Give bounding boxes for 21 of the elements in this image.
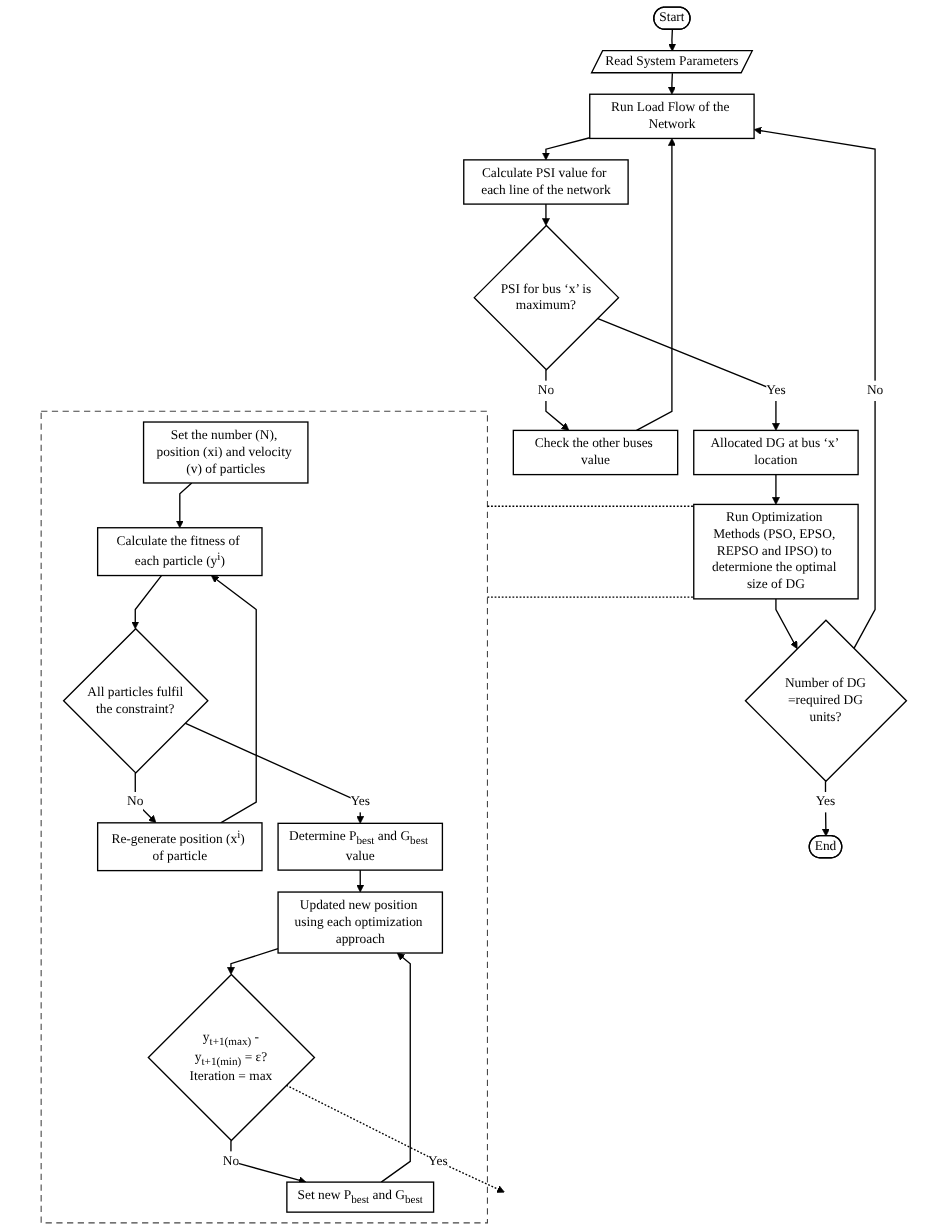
- arrow: [380, 952, 412, 1183]
- arrow: [668, 72, 677, 95]
- arrow: [545, 369, 570, 431]
- arrow: [542, 137, 591, 161]
- arrow: [211, 575, 258, 824]
- arrow: [772, 473, 781, 505]
- arrow: [668, 29, 677, 52]
- arrow: [775, 598, 798, 649]
- arrow: [131, 574, 163, 630]
- arrow: [636, 138, 677, 432]
- arrow: [596, 317, 781, 431]
- arrow: [230, 1139, 307, 1184]
- dotted-arrow: [285, 1084, 505, 1193]
- arrow: [542, 203, 551, 226]
- arrow: [184, 722, 365, 824]
- dashed-zoom-line: [486, 596, 695, 598]
- arrow: [227, 948, 279, 975]
- arrow: [753, 126, 876, 650]
- arrow: [356, 869, 365, 893]
- dashed-zoom-line: [486, 505, 695, 507]
- arrow: [176, 482, 193, 529]
